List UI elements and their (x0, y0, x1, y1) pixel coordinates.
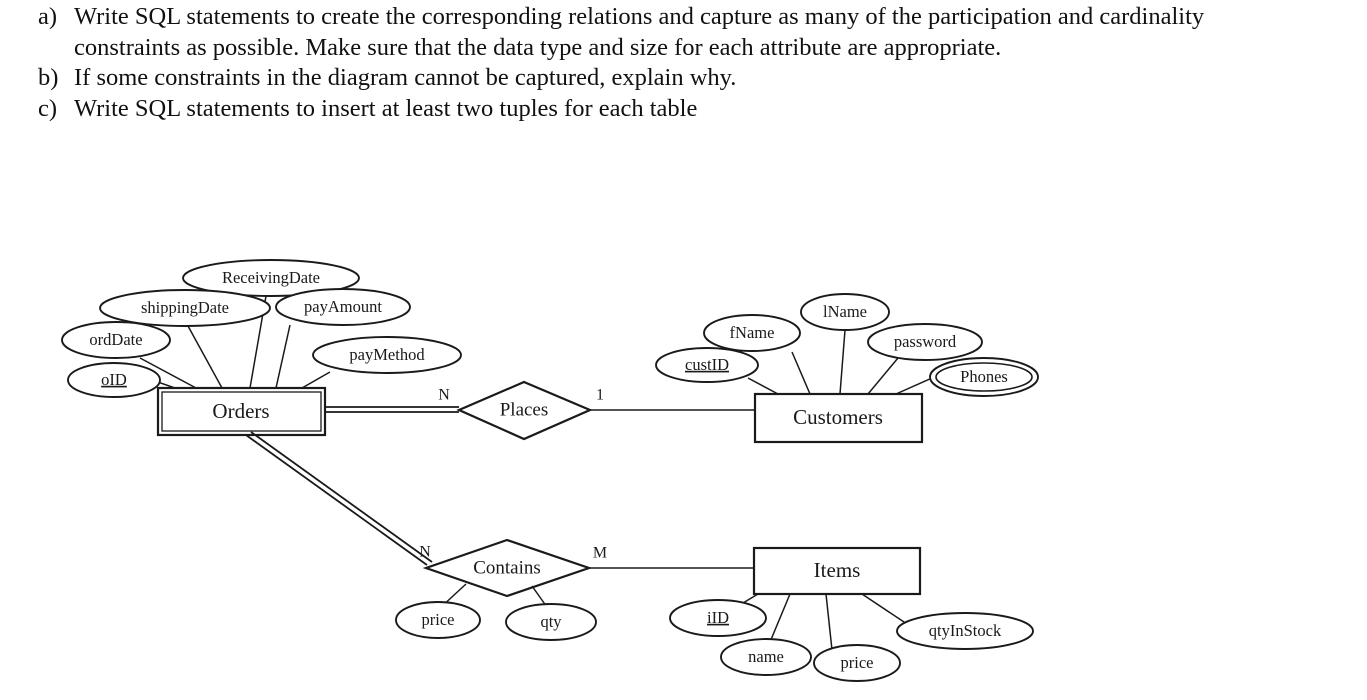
attribute-contains-qty[interactable]: qty (505, 603, 597, 641)
er-diagram: Orders N Places 1 Customers N Contains (0, 230, 1367, 700)
attribute-paymethod-label: payMethod (349, 345, 425, 364)
attribute-receivingdate[interactable]: ReceivingDate (182, 259, 360, 297)
attribute-orddate[interactable]: ordDate (61, 321, 171, 359)
attribute-oid-label: oID (101, 370, 127, 389)
question-marker-c: c) (38, 94, 58, 122)
attribute-shippingdate[interactable]: shippingDate (99, 289, 271, 327)
entity-customers-label: Customers (793, 405, 883, 429)
attribute-fname-label: fName (730, 323, 775, 342)
items-attribute-edges (727, 593, 911, 651)
attribute-receivingdate-label: ReceivingDate (222, 268, 320, 287)
attribute-payamount[interactable]: payAmount (275, 288, 411, 326)
attribute-items-name[interactable]: name (720, 638, 812, 676)
attribute-iid-label: iID (707, 608, 729, 627)
attribute-iid[interactable]: iID (669, 599, 767, 637)
question-item-b: b) If some constraints in the diagram ca… (38, 63, 1278, 94)
question-list: a) Write SQL statements to create the co… (38, 2, 1278, 124)
attribute-qtyinstock[interactable]: qtyInStock (896, 612, 1034, 650)
entity-items-label: Items (814, 558, 861, 582)
entity-orders[interactable]: Orders (156, 386, 327, 437)
attribute-items-name-label: name (748, 647, 784, 666)
attribute-phones[interactable]: Phones (929, 357, 1039, 397)
question-item-c: c) Write SQL statements to insert at lea… (38, 94, 1278, 125)
edge-places-customers: 1 (590, 387, 755, 411)
attribute-password-label: password (894, 332, 957, 351)
attribute-orddate-label: ordDate (89, 330, 142, 349)
question-marker-b: b) (38, 64, 59, 91)
attribute-lname-label: lName (823, 302, 867, 321)
question-item-a: a) Write SQL statements to create the co… (38, 2, 1278, 63)
attribute-contains-qty-label: qty (540, 612, 562, 631)
attribute-items-price-label: price (841, 653, 874, 672)
edge-contains-items: M (589, 545, 755, 569)
cardinality-orders-places: N (438, 387, 450, 404)
attribute-phones-label: Phones (960, 367, 1008, 386)
attribute-custid[interactable]: custID (655, 347, 759, 383)
attribute-oid[interactable]: oID (67, 362, 161, 398)
relationship-contains[interactable]: Contains (422, 538, 593, 598)
entity-items[interactable]: Items (752, 546, 922, 596)
attribute-paymethod[interactable]: payMethod (312, 336, 462, 374)
attribute-password[interactable]: password (867, 323, 983, 361)
entity-orders-label: Orders (212, 399, 269, 423)
attribute-fname[interactable]: fName (703, 314, 801, 352)
attribute-shippingdate-label: shippingDate (141, 298, 229, 317)
edge-orders-contains: N (245, 431, 433, 566)
attribute-items-price[interactable]: price (813, 644, 901, 682)
attribute-qtyinstock-label: qtyInStock (929, 621, 1002, 640)
attribute-lname[interactable]: lName (800, 293, 890, 331)
edge-orders-places: N (325, 387, 459, 413)
relationship-places[interactable]: Places (456, 380, 593, 441)
attribute-custid-label: custID (685, 355, 729, 374)
attribute-payamount-label: payAmount (304, 297, 382, 316)
question-text-b: If some constraints in the diagram canno… (74, 64, 737, 91)
entity-customers[interactable]: Customers (753, 392, 924, 444)
question-text-a: Write SQL statements to create the corre… (74, 3, 1205, 61)
attribute-contains-price-label: price (422, 610, 455, 629)
cardinality-contains-items: M (593, 545, 607, 562)
relationship-contains-label: Contains (473, 557, 541, 578)
relationship-places-label: Places (500, 399, 549, 420)
question-marker-a: a) (38, 3, 58, 30)
cardinality-places-customers: 1 (596, 387, 604, 404)
attribute-contains-price[interactable]: price (395, 601, 481, 639)
customers-attribute-edges (747, 329, 933, 395)
question-text-c: Write SQL statements to insert at least … (74, 94, 698, 122)
cardinality-orders-contains: N (419, 544, 431, 561)
